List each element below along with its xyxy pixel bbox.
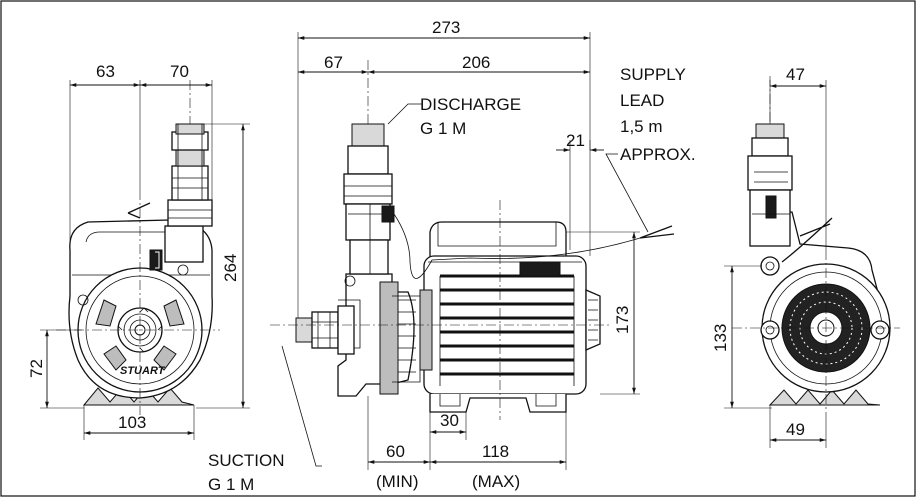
front-dimension-lines: 63 70 264 72 103: [27, 62, 250, 440]
dim-rear-49: 49: [786, 420, 805, 439]
dim-front-72: 72: [27, 359, 46, 378]
rear-discharge-pipe: [747, 123, 793, 247]
side-suction-inlet: [295, 305, 355, 355]
label-supply-line1: SUPPLY: [620, 65, 686, 84]
dim-side-67: 67: [324, 53, 343, 72]
dim-front-70: 70: [170, 62, 189, 81]
dim-front-63: 63: [96, 62, 115, 81]
label-supply-line3: 1,5 m: [620, 117, 663, 136]
front-discharge-pipe: [164, 123, 213, 263]
rear-mount-bolts: [760, 256, 890, 340]
dim-front-264: 264: [221, 254, 240, 282]
dim-side-30: 30: [440, 411, 459, 430]
rear-view: [732, 76, 900, 420]
label-suction-line1: SUCTION: [208, 451, 285, 470]
dim-side-min-note: (MIN): [376, 472, 418, 491]
dim-side-118: 118: [482, 442, 509, 461]
side-motor: [419, 221, 601, 413]
dim-rear-133: 133: [711, 324, 730, 352]
dim-side-206: 206: [462, 53, 490, 72]
side-motor-fins: [440, 274, 574, 376]
rear-dimension-lines: 47 133 49: [711, 65, 827, 448]
dim-side-173: 173: [613, 306, 632, 334]
dim-side-60: 60: [386, 442, 405, 461]
side-dimension-lines: 273 67 206 21 173 30 60 (MIN) 118 (MAX): [297, 18, 640, 491]
label-supply-line2: LEAD: [620, 91, 664, 110]
label-discharge-line2: G 1 M: [420, 119, 466, 138]
front-view: STUART: [56, 80, 220, 415]
callouts: DISCHARGE G 1 M SUCTION G 1 M SUPPLY LEA…: [208, 65, 696, 494]
label-supply-line4: APPROX.: [620, 145, 696, 164]
side-supply-lead: [393, 213, 641, 279]
dim-side-21: 21: [566, 131, 585, 150]
side-discharge-pipe: [343, 123, 395, 275]
label-suction-line2: G 1 M: [208, 475, 254, 494]
dim-front-103: 103: [118, 413, 146, 432]
front-brand-logo: STUART: [120, 365, 166, 377]
dim-side-max-note: (MAX): [472, 472, 520, 491]
side-view: [270, 60, 675, 420]
dim-rear-47: 47: [786, 65, 805, 84]
label-discharge-line1: DISCHARGE: [420, 95, 521, 114]
dim-side-273: 273: [432, 18, 460, 37]
side-pump-head: [337, 273, 421, 397]
